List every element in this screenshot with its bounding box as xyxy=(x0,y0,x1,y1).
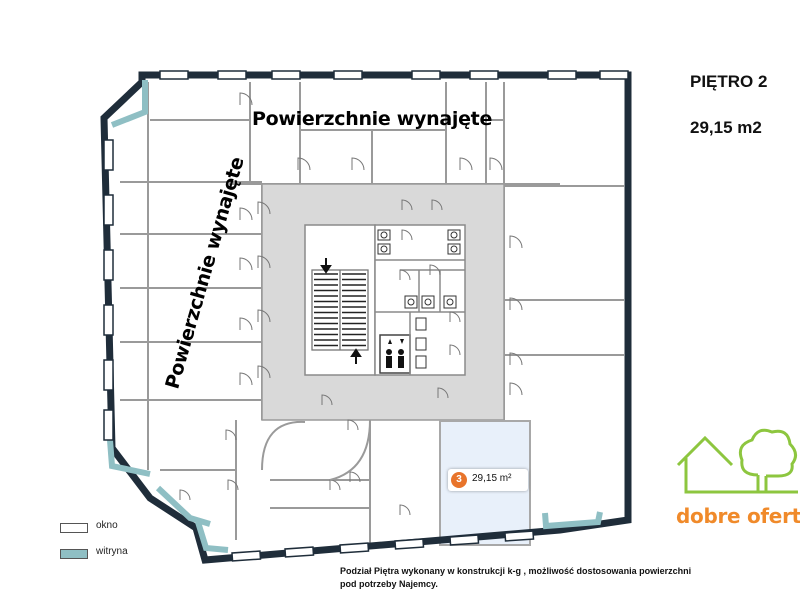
house-tree-icon xyxy=(676,428,798,494)
door-swing xyxy=(239,92,253,106)
rented-label-top: Powierzchnie wynajęte xyxy=(252,108,493,130)
plan-note-line-1: Podział Piętra wykonany w konstrukcji k-… xyxy=(340,566,692,576)
door-swing xyxy=(351,157,365,171)
unit-number: 3 xyxy=(451,472,467,488)
window xyxy=(103,139,114,171)
floor-title: PIĘTRO 2 xyxy=(690,72,768,91)
window xyxy=(339,542,370,554)
legend-label-witryna: witryna xyxy=(96,546,128,557)
door-swing xyxy=(257,255,271,269)
window xyxy=(449,534,480,546)
door-swing xyxy=(509,235,523,249)
door-swing xyxy=(399,269,411,281)
elevator-icon xyxy=(379,334,411,374)
storefront-segments xyxy=(107,80,603,553)
door-swing xyxy=(239,257,253,271)
door-swing xyxy=(437,387,449,399)
window xyxy=(599,70,629,80)
window xyxy=(394,538,425,550)
door-swing xyxy=(401,199,413,211)
unit-area-label: 29,15 m² xyxy=(472,473,512,484)
door-swing xyxy=(449,311,461,323)
unit-badge[interactable]: 3 29,15 m² xyxy=(448,469,528,491)
door-swing xyxy=(225,429,237,441)
window xyxy=(103,409,114,441)
plan-note-line-2: pod potrzeby Najemcy. xyxy=(340,579,438,589)
door-swing xyxy=(399,504,411,516)
window-swatch xyxy=(60,523,88,533)
door-swing xyxy=(401,229,413,241)
door-swing xyxy=(239,372,253,386)
window xyxy=(103,194,114,226)
door-swing xyxy=(227,479,239,491)
door-swing xyxy=(239,317,253,331)
door-swing xyxy=(459,157,473,171)
door-swing xyxy=(179,489,191,501)
door-swings xyxy=(179,92,523,516)
window xyxy=(103,359,114,391)
door-swing xyxy=(509,297,523,311)
window xyxy=(271,70,301,80)
wc-fixtures xyxy=(377,229,461,369)
window xyxy=(469,70,499,80)
window xyxy=(103,249,114,281)
door-swing xyxy=(257,365,271,379)
door-swing xyxy=(347,419,359,431)
storefront-swatch xyxy=(60,549,88,559)
door-swing xyxy=(297,157,311,171)
window xyxy=(333,70,363,80)
window xyxy=(103,304,114,336)
window-segments xyxy=(103,70,629,562)
exterior-walls xyxy=(100,71,632,564)
door-swing xyxy=(489,157,503,171)
door-swing xyxy=(349,471,361,483)
door-swing xyxy=(429,264,441,276)
window xyxy=(547,70,577,80)
legend-item-okno: okno xyxy=(60,519,190,539)
window xyxy=(231,550,262,562)
door-swing xyxy=(239,207,253,221)
legend-label-okno: okno xyxy=(96,520,118,531)
door-swing xyxy=(509,382,523,396)
door-swing xyxy=(431,199,443,211)
door-swing xyxy=(321,394,333,406)
stair-arrows xyxy=(320,258,362,364)
door-swing xyxy=(509,352,523,366)
door-swing xyxy=(257,201,271,215)
door-swing xyxy=(449,344,461,356)
window xyxy=(217,70,247,80)
door-swing xyxy=(329,479,341,491)
window xyxy=(284,546,315,558)
floor-area: 29,15 m2 xyxy=(690,118,762,137)
corridor-curves xyxy=(261,419,371,481)
window xyxy=(159,70,189,80)
dobre-oferty-logo xyxy=(676,428,798,494)
staircase xyxy=(311,269,369,351)
window xyxy=(504,530,535,542)
stair-treads xyxy=(314,273,366,347)
legend-item-witryna: witryna xyxy=(60,545,190,565)
door-swing xyxy=(257,309,271,323)
window xyxy=(411,70,441,80)
plan-note: Podział Piętra wykonany w konstrukcji k-… xyxy=(340,565,760,591)
logo-text: dobre oferty xyxy=(676,504,800,528)
wc-partitions xyxy=(375,259,465,375)
